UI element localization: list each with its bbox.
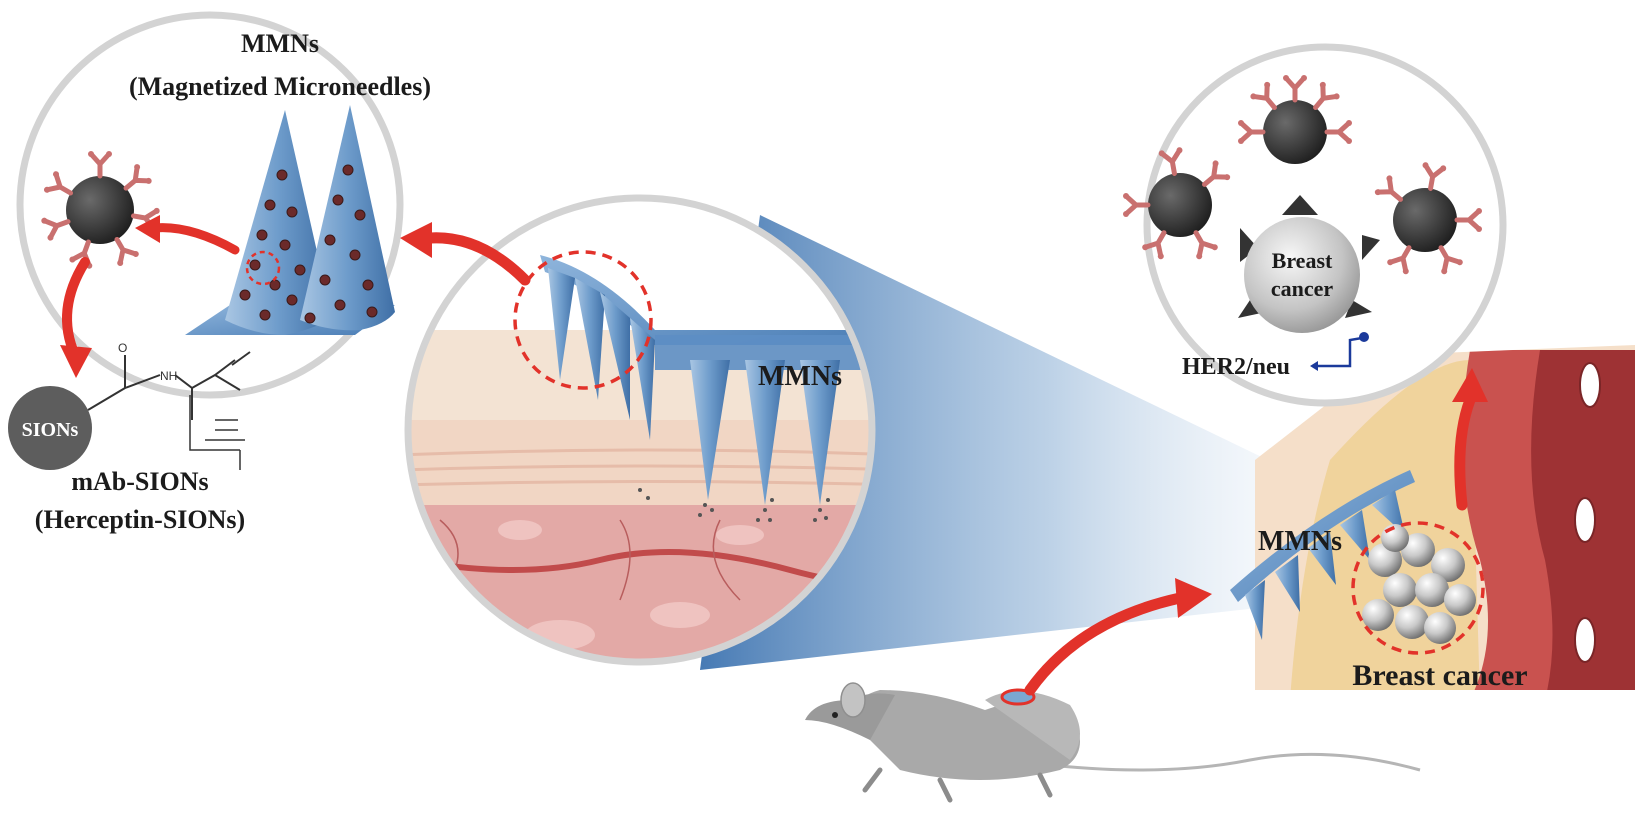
nanoparticle-icon [1238, 75, 1352, 164]
cancer-cell-circle: Breast cancer HER2/neu [1123, 43, 1507, 407]
zoom-highlight [513, 250, 653, 390]
microneedle-icon [548, 268, 840, 505]
arrow-to-particle [150, 223, 240, 255]
sions-structure: SIONs O NH mAb-SIONs (Herceptin-SIONs) [8, 341, 251, 534]
oxygen-label: O [118, 341, 127, 355]
skin-detail-circle: MMNs [404, 194, 876, 666]
microneedle-patch [1230, 470, 1415, 602]
sions-label: SIONs [22, 419, 79, 441]
blood-cells [1574, 362, 1601, 663]
mmns-title-line1: MMNs [241, 29, 319, 58]
magnification-beam [700, 215, 1330, 670]
arrow-head [1175, 578, 1212, 618]
chemical-bonds [87, 351, 251, 420]
arrow-head [400, 222, 432, 258]
chemical-bonds [189, 395, 245, 470]
arrow-head [135, 215, 160, 243]
microneedle-icon [300, 105, 395, 331]
cancer-cell-label-line2: cancer [1271, 276, 1334, 301]
tumor-cluster [1362, 524, 1476, 644]
nanoparticle-icon [1123, 147, 1231, 261]
zoom-highlight [245, 250, 281, 286]
cancer-cell-label-line1: Breast [1272, 248, 1333, 273]
released-particles [638, 488, 830, 522]
her2-label: HER2/neu [1182, 354, 1290, 380]
mmns-skin-label: MMNs [758, 361, 842, 392]
nanoparticle-icon [40, 151, 160, 270]
mab-sions-line1: mAb-SIONs [71, 467, 208, 496]
nanoparticle-icon [1374, 162, 1482, 276]
zoom-highlight [1351, 521, 1485, 655]
nh-label: NH [160, 369, 177, 383]
arrow-head [1452, 368, 1488, 402]
sions-particle [8, 386, 92, 470]
mmns-detail-circle: MMNs (Magnetized Microneedles) [16, 11, 431, 399]
arrow-to-tumor [1024, 592, 1186, 696]
arrow-to-mmns [424, 232, 531, 286]
arrow-head [60, 345, 92, 378]
breast-cancer-tumor-label: Breast cancer [1352, 659, 1527, 692]
mmns-title-line2: (Magnetized Microneedles) [129, 72, 431, 101]
arrow-to-cell [1454, 394, 1476, 511]
magnetic-particles [239, 164, 378, 324]
microneedle-icon [1245, 490, 1405, 640]
breast-cancer-cell-icon: Breast cancer [1238, 195, 1380, 333]
arrow-to-sions [62, 257, 90, 360]
her2-receptor [1318, 336, 1363, 368]
mouse-icon [805, 682, 1421, 803]
mab-sions-line2: (Herceptin-SIONs) [35, 505, 245, 534]
mmns-tumor-label: MMNs [1258, 526, 1342, 557]
